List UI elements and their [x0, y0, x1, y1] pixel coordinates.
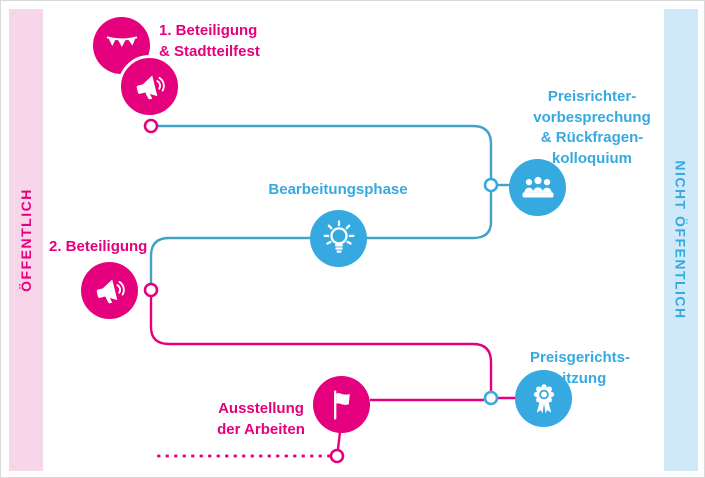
work-phase-node: [310, 210, 367, 267]
jury-session-node: [515, 370, 572, 427]
jury-meeting-node: [509, 159, 566, 216]
flag-icon: [333, 389, 350, 420]
junction-ring-1: [143, 118, 159, 134]
flow-line-phase3: [149, 297, 493, 391]
non-public-band: NICHT ÖFFENTLICH: [664, 9, 698, 471]
megaphone-icon: [136, 74, 165, 99]
junction-ring-4: [483, 390, 499, 406]
flow-line-phase1: [151, 124, 493, 178]
label-preisgericht: Preisgerichts- sitzung: [529, 349, 631, 387]
exhibition-node: [313, 376, 370, 433]
megaphone-icon: [96, 278, 125, 303]
lightbulb-icon: [323, 219, 354, 253]
label-preisrichter: Preisrichter- vorbesprechung & Rückfrage…: [533, 88, 651, 168]
medal-icon: [533, 383, 554, 413]
bunting-icon: [106, 35, 137, 47]
participation2-node: [81, 262, 138, 319]
label-ausstellung: Ausstellung der Arbeiten: [217, 400, 305, 438]
junction-ring-2: [483, 177, 499, 193]
public-band: ÖFFENTLICH: [9, 9, 43, 471]
jury-icon: [521, 176, 554, 197]
label-beteiligung-2: 2. Beteiligung: [49, 238, 148, 255]
label-beteiligung-1: 1. Beteiligung & Stadtteilfest: [159, 22, 260, 60]
label-bearbeitungsphase: Bearbeitungsphase: [268, 181, 408, 198]
participation1-node: [118, 55, 181, 118]
flow-line-flag-drop: [336, 431, 342, 450]
junction-ring-5: [329, 448, 345, 464]
junction-ring-3: [143, 282, 159, 298]
